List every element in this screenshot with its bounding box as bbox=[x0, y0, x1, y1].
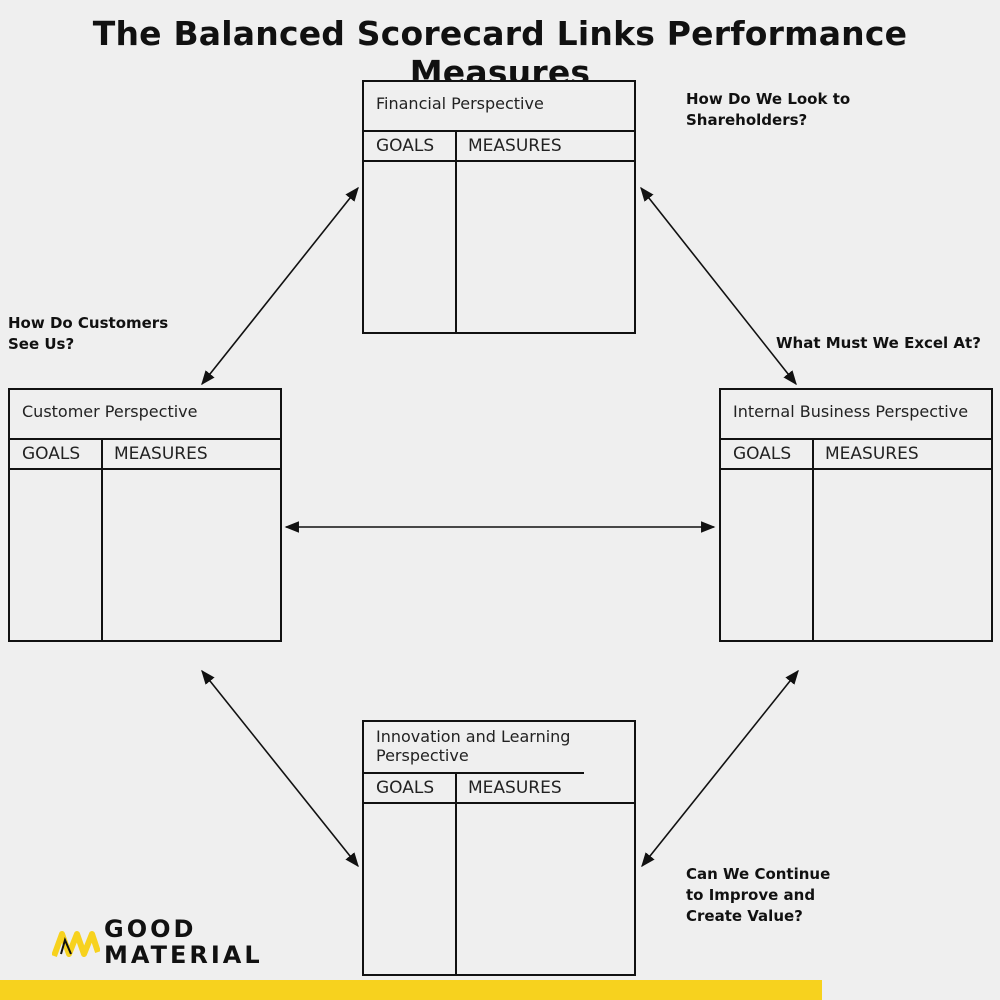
innovation-goals-label: GOALS bbox=[376, 778, 435, 798]
internal-column-divider bbox=[812, 440, 814, 640]
customer-column-divider bbox=[101, 440, 103, 640]
financial-perspective-box: Financial Perspective GOALS MEASURES bbox=[362, 80, 636, 334]
arrow-customer-innovation bbox=[201, 669, 359, 868]
customer-perspective-box: Customer Perspective GOALS MEASURES bbox=[8, 388, 282, 642]
internal-business-perspective-title: Internal Business Perspective bbox=[721, 390, 991, 440]
question-customers: How Do Customers See Us? bbox=[8, 314, 169, 353]
internal-column-header bbox=[721, 440, 991, 470]
question-excel: What Must We Excel At? bbox=[776, 334, 981, 352]
accent-bar bbox=[0, 980, 822, 1000]
innovation-learning-perspective-title: Innovation and Learning Perspective bbox=[364, 722, 584, 774]
financial-column-header bbox=[364, 132, 634, 162]
internal-goals-label: GOALS bbox=[733, 444, 792, 464]
internal-business-perspective-box: Internal Business Perspective GOALS MEAS… bbox=[719, 388, 993, 642]
arrow-financial-customer bbox=[201, 186, 359, 386]
customer-measures-label: MEASURES bbox=[114, 444, 208, 464]
innovation-learning-perspective-box: Innovation and Learning Perspective GOAL… bbox=[362, 720, 636, 976]
innovation-measures-label: MEASURES bbox=[468, 778, 562, 798]
customer-goals-label: GOALS bbox=[22, 444, 81, 464]
arrow-internal-innovation bbox=[641, 669, 799, 868]
financial-column-divider bbox=[455, 132, 457, 332]
internal-measures-label: MEASURES bbox=[825, 444, 919, 464]
arrow-financial-internal bbox=[640, 186, 797, 386]
financial-goals-label: GOALS bbox=[376, 136, 435, 156]
innovation-column-divider bbox=[455, 774, 457, 974]
question-shareholders: How Do We Look to Shareholders? bbox=[686, 90, 851, 129]
brand-wordmark: GOOD MATERIAL bbox=[104, 916, 263, 968]
brand-line-2: MATERIAL bbox=[104, 941, 263, 969]
brand-line-1: GOOD bbox=[104, 915, 197, 943]
question-improve: Can We Continue to Improve and Create Va… bbox=[686, 865, 831, 925]
customer-column-header bbox=[10, 440, 280, 470]
innovation-column-header bbox=[364, 774, 634, 804]
wave-logo-icon bbox=[52, 931, 100, 958]
customer-perspective-title: Customer Perspective bbox=[10, 390, 280, 440]
page-title: The Balanced Scorecard Links Performance… bbox=[92, 14, 908, 92]
financial-perspective-title: Financial Perspective bbox=[364, 82, 634, 132]
financial-measures-label: MEASURES bbox=[468, 136, 562, 156]
